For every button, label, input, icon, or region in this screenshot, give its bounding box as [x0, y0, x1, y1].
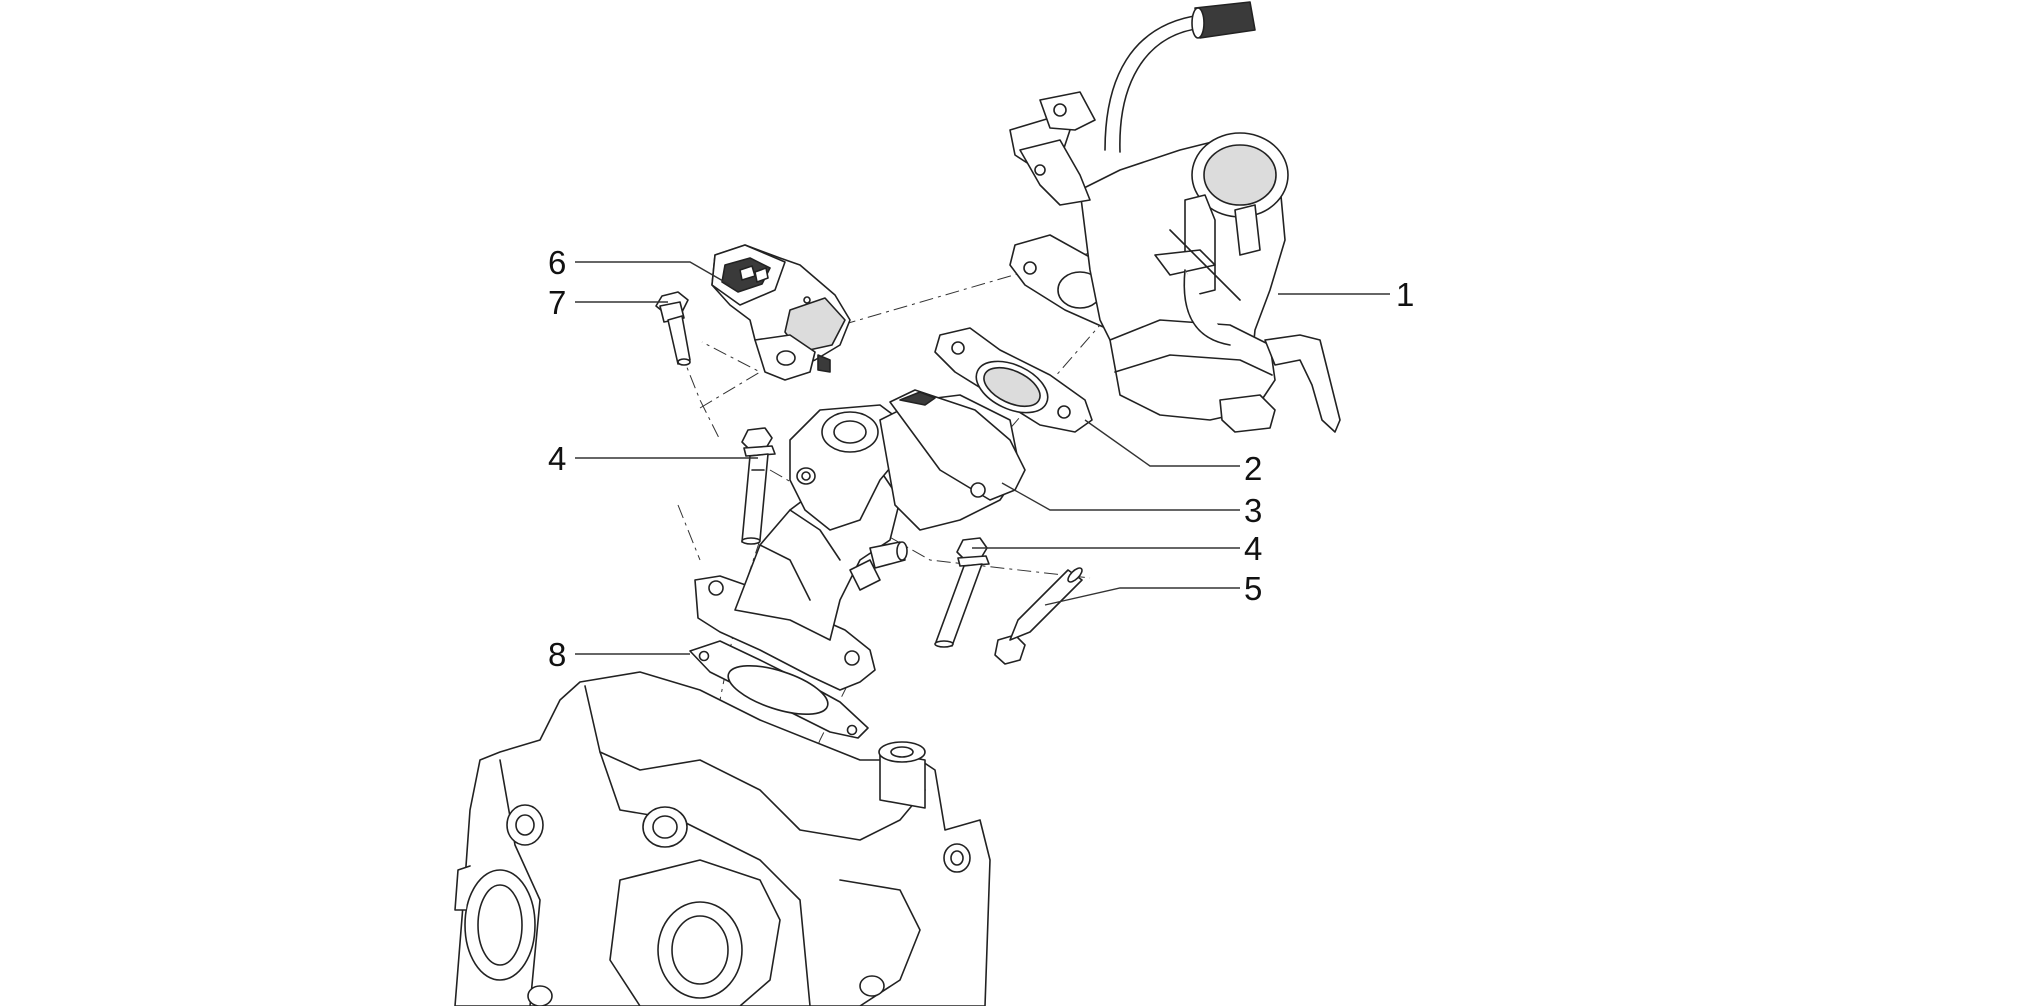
callout-2: 2: [1244, 450, 1262, 487]
bolt-5-part: [994, 567, 1083, 665]
gasket-part: [689, 640, 869, 739]
bolt-4b-part: [934, 537, 990, 648]
leader-3: [1001, 482, 1240, 511]
bolt-4a-part: [741, 427, 776, 545]
leader-6: [575, 261, 731, 286]
callout-3: 3: [1244, 492, 1262, 529]
leader-2: [1084, 419, 1240, 467]
leader-lines: [575, 261, 1390, 655]
intake-manifold-part: [694, 389, 1026, 691]
cylinder-head: [454, 671, 991, 1006]
throttle-body-part: [1009, 1, 1341, 433]
callout-8: 8: [548, 636, 566, 673]
screw-7-part: [655, 291, 691, 366]
callout-7: 7: [548, 284, 566, 321]
callout-4b: 4: [1244, 530, 1262, 567]
callout-4a: 4: [548, 440, 566, 477]
callout-labels: 1 2 3 4 4 5 6 7 8: [548, 244, 1414, 673]
leader-5: [1044, 587, 1240, 606]
map-sensor-part: [711, 244, 851, 381]
spacer-part: [934, 327, 1093, 433]
callout-6: 6: [548, 244, 566, 281]
callout-1: 1: [1396, 276, 1414, 313]
callout-5: 5: [1244, 570, 1262, 607]
